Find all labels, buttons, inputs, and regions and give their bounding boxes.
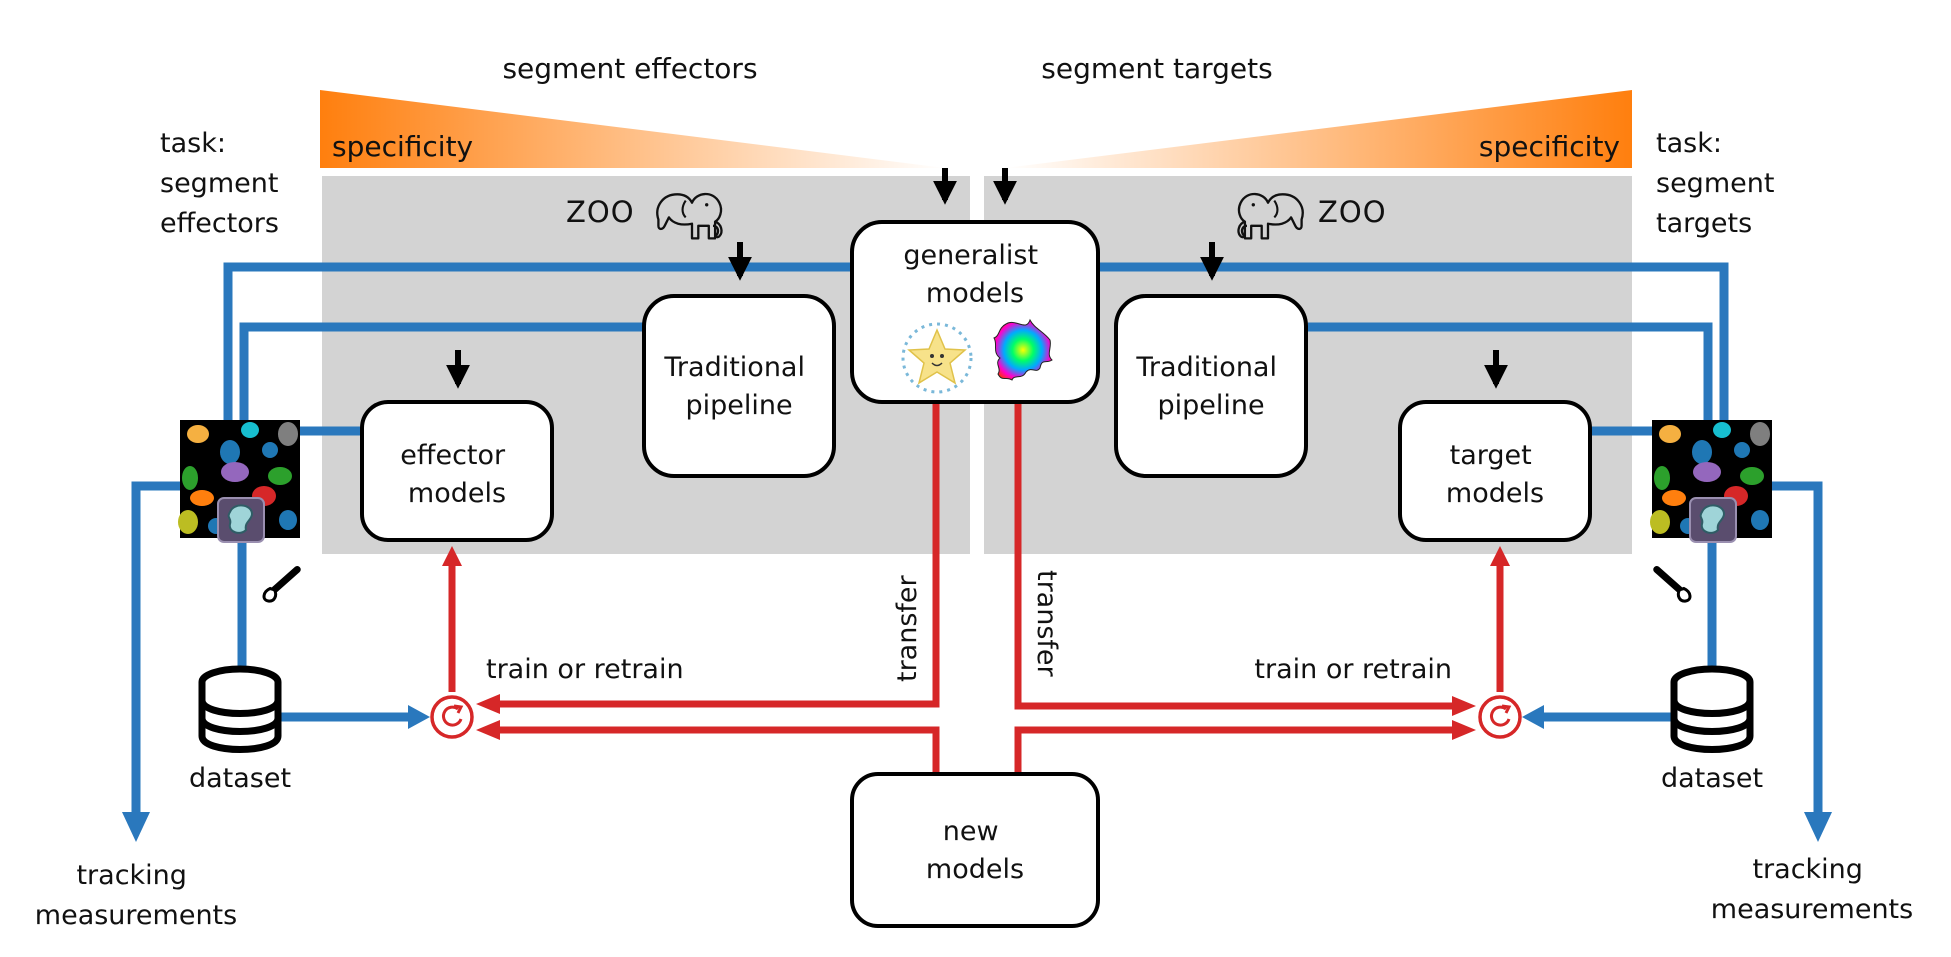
cellpose-logo — [993, 318, 1053, 381]
target-models-label: target models — [1446, 440, 1544, 509]
train-or-retrain-label-left: train or retrain — [486, 654, 684, 685]
paintbrush-icon — [260, 570, 302, 603]
target-models-box — [1398, 400, 1592, 542]
zoo-label-right: ZOO — [1318, 195, 1387, 229]
retrain-cycle-icon — [430, 695, 474, 739]
dataset-label-left: dataset — [189, 763, 291, 794]
transfer-label-right: transfer — [1031, 570, 1062, 678]
new-models-label: new models — [926, 816, 1024, 885]
database-icon — [1674, 669, 1750, 750]
header-segment-targets: segment targets — [1041, 52, 1272, 85]
effector-models-label: effector models — [400, 440, 513, 509]
dataset-label-right: dataset — [1661, 763, 1763, 794]
train-or-retrain-label-right: train or retrain — [1254, 654, 1452, 685]
task-label-right: task: segment targets — [1656, 128, 1783, 239]
specificity-wedge-left — [320, 90, 945, 168]
retrain-cycle-icon — [1478, 695, 1522, 739]
zoo-label-left: ZOO — [566, 195, 635, 229]
traditional-pipeline-label-left: Traditional pipeline — [663, 352, 813, 421]
segmentation-mask-icon — [177, 419, 301, 543]
output-label-right: tracking measurements — [1711, 854, 1913, 925]
effector-models-box — [360, 400, 554, 542]
red-paths — [442, 402, 1510, 776]
specificity-label-right: specificity — [1479, 130, 1620, 163]
black-arrows — [446, 168, 1508, 389]
traditional-pipeline-label-right: Traditional pipeline — [1135, 352, 1285, 421]
traditional-pipeline-box-right — [1114, 294, 1308, 478]
segmentation-mask-icon — [1649, 419, 1773, 543]
task-label-left: task: segment effectors — [160, 128, 287, 239]
transfer-label-left: transfer — [892, 574, 923, 682]
new-models-box — [850, 772, 1100, 928]
paintbrush-icon — [1652, 570, 1694, 603]
header-segment-effectors: segment effectors — [502, 52, 757, 85]
blue-paths-right — [1096, 262, 1832, 842]
traditional-pipeline-box-left — [642, 294, 836, 478]
specificity-wedge-right — [1005, 90, 1632, 168]
output-label-left: tracking measurements — [35, 860, 237, 931]
database-icon — [202, 669, 278, 750]
stardist-star-logo — [901, 322, 973, 394]
specificity-label-left: specificity — [332, 130, 473, 163]
generalist-models-label: generalist models — [903, 240, 1046, 309]
blue-paths-left — [122, 262, 858, 842]
